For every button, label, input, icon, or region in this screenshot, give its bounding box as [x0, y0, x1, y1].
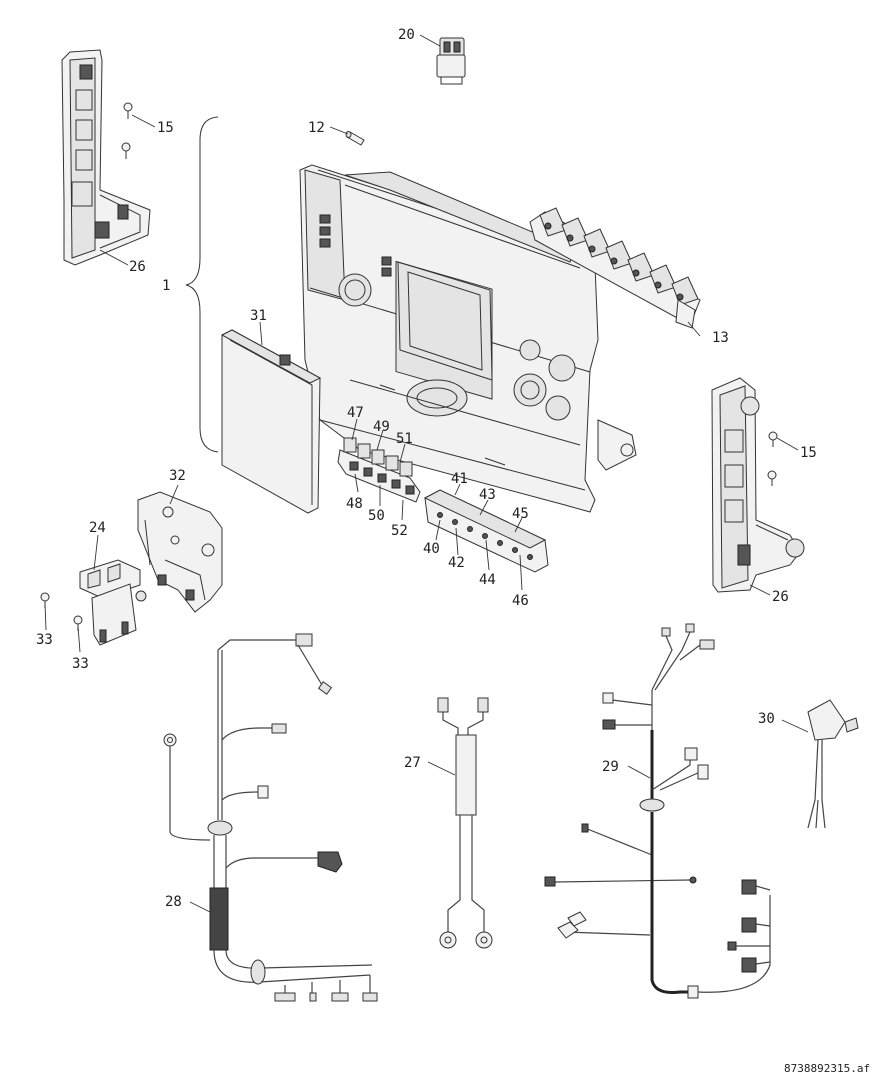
callout-31: 31 — [250, 308, 267, 324]
callout-labels: 20 12 15 26 1 13 31 47 49 51 48 50 52 41… — [36, 27, 817, 910]
part-27-cable — [437, 697, 493, 949]
part-31-cover — [220, 329, 322, 514]
part-15-screws-right — [767, 431, 778, 486]
callout-30: 30 — [758, 711, 775, 727]
terminal-block-47-52 — [337, 437, 421, 503]
part-13-connector-strip — [529, 207, 701, 329]
callout-29: 29 — [602, 759, 619, 775]
part-20-connector — [436, 37, 466, 85]
callout-26-right: 26 — [772, 589, 789, 605]
callout-40: 40 — [423, 541, 440, 557]
part-32-mounting-plate — [137, 491, 223, 613]
callout-48: 48 — [346, 496, 363, 512]
callout-42: 42 — [448, 555, 465, 571]
part-26-left-bracket — [61, 49, 151, 266]
leader-lines — [44, 34, 809, 913]
callout-44: 44 — [479, 572, 496, 588]
callout-46: 46 — [512, 593, 529, 609]
part-24-switch-unit — [79, 559, 147, 646]
callout-43: 43 — [479, 487, 496, 503]
part-15-screws-left — [121, 102, 133, 159]
terminal-strip-40-46 — [423, 489, 549, 573]
callout-1: 1 — [162, 278, 170, 294]
part-30-mains-lead — [807, 699, 859, 829]
assembly-brace — [185, 116, 219, 453]
part-26-right-bracket — [711, 377, 805, 593]
callout-47: 47 — [347, 405, 364, 421]
part-1-control-housing — [299, 164, 637, 513]
callout-28: 28 — [165, 894, 182, 910]
document-code: 8738892315.af — [784, 1062, 870, 1075]
callout-33-left: 33 — [36, 632, 53, 648]
callout-12: 12 — [308, 120, 325, 136]
callout-51: 51 — [396, 431, 413, 447]
callout-49: 49 — [373, 419, 390, 435]
part-28-wiring-harness — [163, 633, 378, 1002]
callout-20: 20 — [398, 27, 415, 43]
callout-50: 50 — [368, 508, 385, 524]
callout-15-left: 15 — [157, 120, 174, 136]
part-12-fuse — [345, 131, 365, 146]
callout-52: 52 — [391, 523, 408, 539]
callout-33-right: 33 — [72, 656, 89, 672]
callout-32: 32 — [169, 468, 186, 484]
callout-26-left: 26 — [129, 259, 146, 275]
callout-27: 27 — [404, 755, 421, 771]
callout-15-right: 15 — [800, 445, 817, 461]
callout-13: 13 — [712, 330, 729, 346]
callout-24: 24 — [89, 520, 106, 536]
part-33-screws — [40, 592, 83, 631]
part-29-wiring-harness — [544, 623, 771, 999]
callout-45: 45 — [512, 506, 529, 522]
callout-41: 41 — [451, 471, 468, 487]
